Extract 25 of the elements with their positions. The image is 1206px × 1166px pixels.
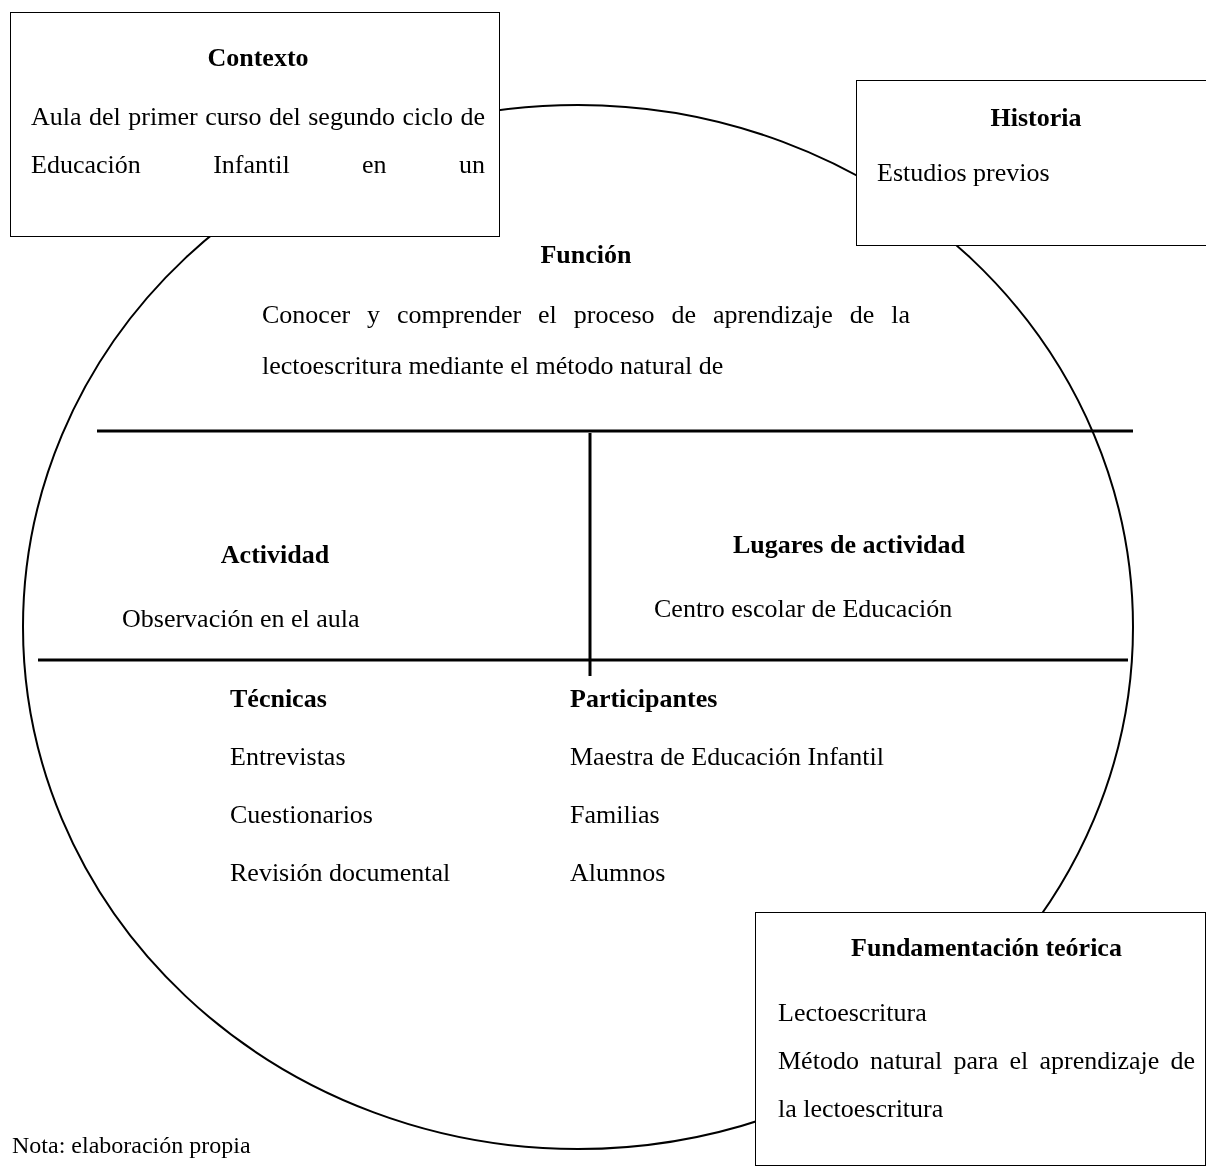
body-text: Maestra de Educación Infantil [570,741,886,773]
heading: Función [539,240,633,270]
heading: Lugares de actividad [731,530,967,560]
heading: Contexto [206,43,310,73]
heading: Fundamentación teórica [850,933,1123,963]
body-text: Centro escolar de Educación [653,593,954,625]
heading: Historia [989,103,1083,133]
heading: Participantes [570,683,719,715]
theory-box [755,912,1206,1166]
body-text: Cuestionarios [230,799,374,831]
body-text: Aula del primer curso del segundo ciclo de Educación Infantil en un [31,101,485,182]
body-text: Estudios previos [877,157,1051,189]
context-box [10,12,500,237]
body-text: Alumnos [570,857,667,889]
body-text: Revisión documental [230,857,452,889]
body-text: Observación en el aula [121,603,361,635]
heading: Actividad [219,540,331,570]
body-text: Método natural para el aprendizaje de la lectoescritura [778,1045,1195,1126]
note-text: Nota: elaboración propia [12,1132,251,1159]
body-text: Lectoescritura [778,997,928,1029]
body-text: Conocer y comprender el proceso de aprendizaje de la lectoescritura mediante el método natural de [262,299,910,382]
heading: Técnicas [230,683,328,715]
body-text: Familias [570,799,661,831]
history-box [856,80,1206,246]
body-text: Entrevistas [230,741,347,773]
